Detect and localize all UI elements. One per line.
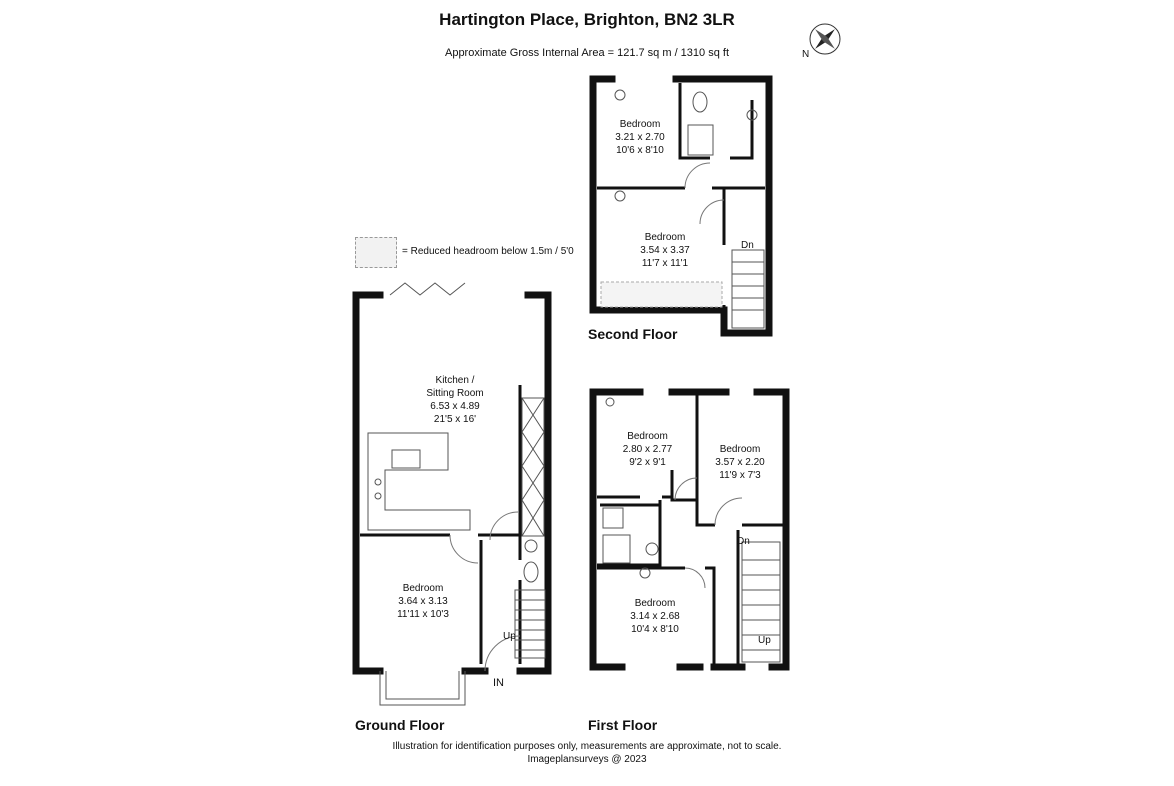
room-name: Kitchen / xyxy=(435,375,475,386)
legend-text: = Reduced headroom below 1.5m / 5'0 xyxy=(402,246,574,257)
room-metric-size: 3.64 x 3.13 xyxy=(398,596,448,607)
copyright-text: Imageplansurveys @ 2023 xyxy=(527,754,647,765)
room-name-line-2: Sitting Room xyxy=(426,388,484,399)
room-name: Bedroom xyxy=(634,598,676,609)
ground-floor-bedroom: Bedroom 3.64 x 3.13 11'11 x 10'3 xyxy=(378,582,468,621)
room-imperial-size: 11'9 x 7'3 xyxy=(719,470,761,481)
room-imperial-size: 10'4 x 8'10 xyxy=(631,624,679,635)
first-floor-label: First Floor xyxy=(588,717,658,733)
plan-title: Hartington Place, Brighton, BN2 3LR xyxy=(439,10,735,29)
room-imperial-size: 10'6 x 8'10 xyxy=(616,145,664,156)
first-floor-bedroom-2: Bedroom 3.57 x 2.20 11'9 x 7'3 xyxy=(700,443,780,482)
room-name: Bedroom xyxy=(719,444,761,455)
room-metric-size: 3.57 x 2.20 xyxy=(715,457,765,468)
second-floor-bedroom-1: Bedroom 3.21 x 2.70 10'6 x 8'10 xyxy=(600,118,680,157)
second-floor-bedroom-2: Bedroom 3.54 x 3.37 11'7 x 11'1 xyxy=(620,231,710,270)
room-imperial-size: 9'2 x 9'1 xyxy=(629,457,666,468)
disclaimer-text: Illustration for identification purposes… xyxy=(392,741,782,752)
first-floor-stairs-up-label: Up xyxy=(758,635,771,646)
room-name: Bedroom xyxy=(619,119,661,130)
first-floor-bedroom-3: Bedroom 3.14 x 2.68 10'4 x 8'10 xyxy=(610,597,700,636)
room-name: Bedroom xyxy=(644,232,686,243)
room-metric-size: 3.21 x 2.70 xyxy=(615,132,665,143)
second-floor-stairs-down-label: Dn xyxy=(741,240,754,251)
room-name: Bedroom xyxy=(402,583,444,594)
compass-north-label: N xyxy=(802,49,810,60)
compass-rose-icon xyxy=(808,22,842,56)
room-metric-size: 2.80 x 2.77 xyxy=(622,444,673,455)
second-floor-label: Second Floor xyxy=(588,326,678,342)
room-imperial-size: 11'7 x 11'1 xyxy=(641,258,689,269)
room-metric-size: 3.14 x 2.68 xyxy=(630,611,680,622)
ground-floor-label: Ground Floor xyxy=(355,717,445,733)
room-metric-size: 3.54 x 3.37 xyxy=(640,245,690,256)
ground-floor-stairs-up-label: Up xyxy=(503,631,516,642)
first-floor-bedroom-1: Bedroom 2.80 x 2.77 9'2 x 9'1 xyxy=(605,430,690,469)
room-imperial-size: 11'11 x 10'3 xyxy=(397,609,449,620)
reduced-headroom-swatch xyxy=(355,237,397,268)
first-floor-stairs-down-label: Dn xyxy=(737,536,750,547)
room-imperial-size: 21'5 x 16' xyxy=(433,414,477,425)
gross-area-note: Approximate Gross Internal Area = 121.7 … xyxy=(444,47,729,59)
entrance-label: IN xyxy=(493,677,504,689)
ground-floor-kitchen-sitting-room: Kitchen / Sitting Room 6.53 x 4.89 21'5 … xyxy=(410,374,500,426)
room-name: Bedroom xyxy=(627,431,668,442)
room-metric-size: 6.53 x 4.89 xyxy=(430,401,480,412)
